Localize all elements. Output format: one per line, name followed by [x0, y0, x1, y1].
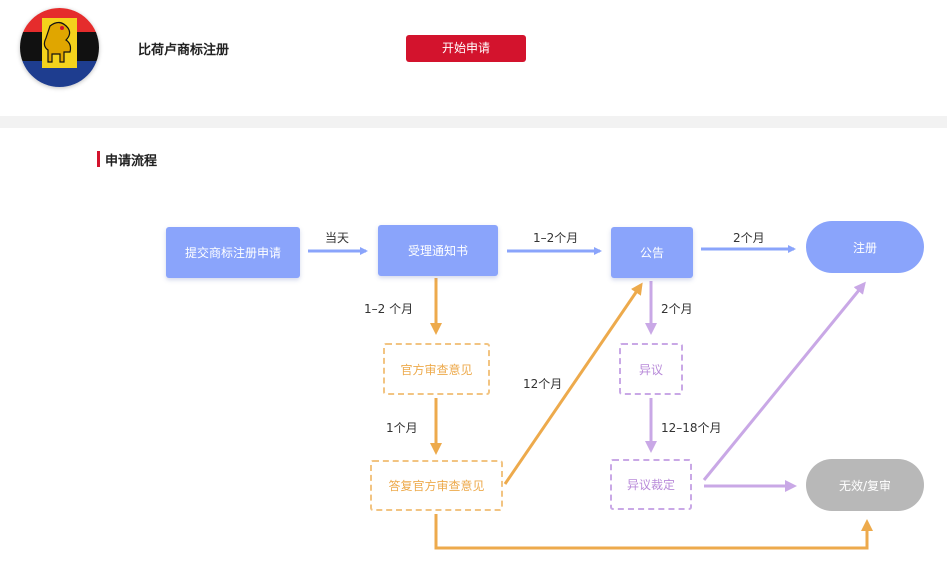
- node-opposition: 异议: [619, 343, 683, 395]
- label-12-18-months: 12–18个月: [661, 421, 722, 435]
- label-same-day: 当天: [325, 231, 350, 245]
- node-official-opinion: 官方审查意见: [383, 343, 490, 395]
- node-invalid-review: 无效/复审: [806, 459, 924, 511]
- section-accent-bar: [97, 151, 100, 167]
- arrow-ruling-to-registered: [702, 281, 866, 481]
- label-1-month: 1个月: [386, 421, 418, 435]
- node-opposition-ruling: 异议裁定: [610, 459, 692, 510]
- section-title: 申请流程: [105, 154, 158, 169]
- section-divider: [0, 116, 947, 128]
- node-receipt-notice: 受理通知书: [378, 225, 498, 276]
- label-1-2-months-top: 1–2个月: [533, 231, 579, 245]
- node-publication: 公告: [611, 227, 693, 278]
- label-2-months-right: 2个月: [661, 302, 693, 316]
- node-submit-application: 提交商标注册申请: [166, 227, 300, 278]
- arrow-reply-to-publication: [503, 282, 643, 485]
- arrow-reply-to-invalid: [434, 514, 873, 550]
- label-1-2-months-left: 1–2 个月: [364, 302, 414, 316]
- start-application-button[interactable]: 开始申请: [406, 35, 526, 62]
- header: 比荷卢商标注册 开始申请: [0, 0, 947, 116]
- label-12-months: 12个月: [523, 377, 563, 391]
- page-title: 比荷卢商标注册: [138, 43, 230, 58]
- label-2-months-top: 2个月: [733, 231, 765, 245]
- node-registered: 注册: [806, 221, 924, 273]
- node-reply-opinion: 答复官方审查意见: [370, 460, 503, 511]
